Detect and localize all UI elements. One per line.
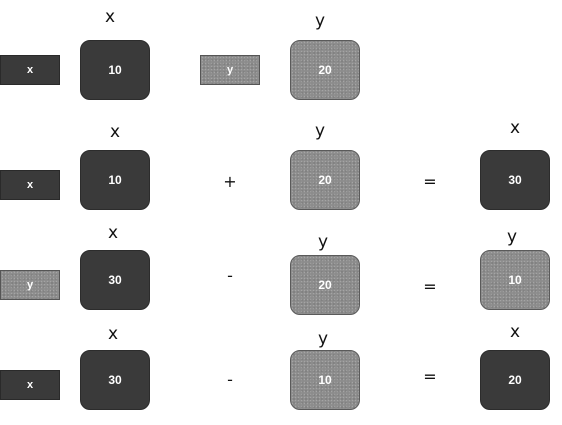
box-label-x: x [104,7,116,27]
value-box-y: 10 [290,350,360,410]
result-box-x: 30 [480,150,550,210]
minus-operator: - [227,266,233,285]
equals-sign: = [423,277,437,296]
value-box-y: 20 [290,255,360,315]
box-label-x: x [107,324,119,344]
box-label-y: y [314,11,326,31]
box-label-y: y [314,121,326,141]
variable-tag-x: x [0,370,60,400]
minus-operator: - [227,370,233,389]
box-label-x: x [107,223,119,243]
result-box-x: 20 [480,350,550,410]
plus-operator: + [223,172,237,191]
box-label-x: x [109,122,121,142]
box-label-y: y [317,232,329,252]
value-box-x: 10 [80,40,150,100]
value-box-y: 20 [290,150,360,210]
box-label-x: x [509,322,521,342]
value-box-x: 30 [80,350,150,410]
value-box-y: 20 [290,40,360,100]
result-box-y: 10 [480,250,550,310]
variable-tag-y: y [200,55,260,85]
equals-sign: = [423,172,437,191]
variable-tag-x: x [0,170,60,200]
box-label-x: x [509,118,521,138]
box-label-y: y [506,227,518,247]
variable-tag-x: x [0,55,60,85]
value-box-x: 10 [80,150,150,210]
box-label-y: y [317,329,329,349]
equals-sign: = [423,367,437,386]
value-box-x: 30 [80,250,150,310]
variable-tag-y: y [0,270,60,300]
